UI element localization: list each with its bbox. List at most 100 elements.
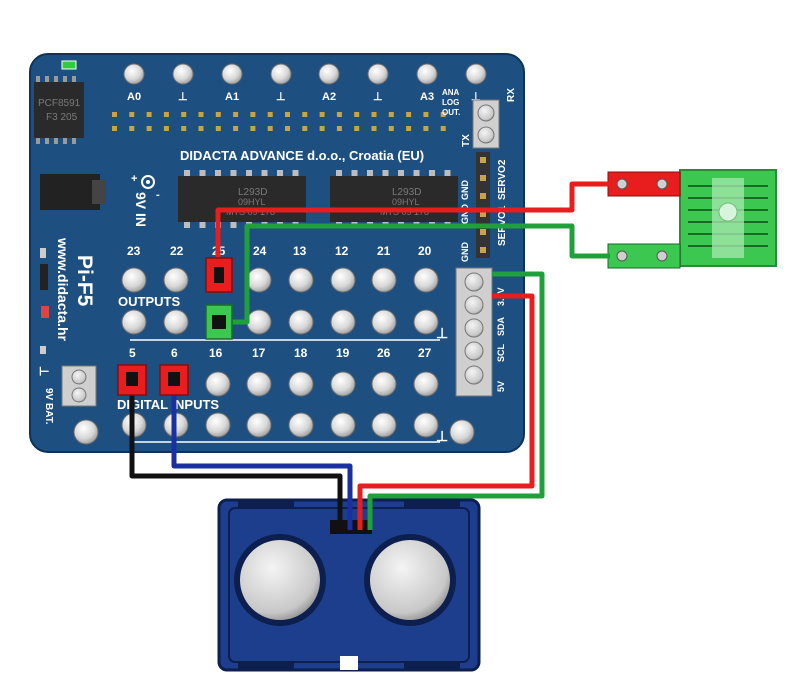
svg-text:16: 16 bbox=[209, 346, 223, 360]
header-pin bbox=[215, 112, 221, 117]
relay-connector-red bbox=[607, 171, 681, 197]
header-pin bbox=[388, 126, 394, 131]
header-pin bbox=[406, 126, 412, 131]
label-9v-in: 9V IN bbox=[133, 192, 149, 227]
svg-text:21: 21 bbox=[377, 244, 391, 258]
label-a0: A0 bbox=[127, 91, 141, 103]
label-gnd-4: ⊥ bbox=[471, 91, 481, 103]
header-pin bbox=[423, 112, 429, 117]
wires bbox=[129, 181, 610, 530]
outputs-title: OUTPUTS bbox=[118, 294, 180, 309]
svg-text:5: 5 bbox=[129, 346, 136, 360]
chip-pin bbox=[230, 170, 237, 176]
label-gnd-3: ⊥ bbox=[373, 91, 383, 103]
svg-text:GND: GND bbox=[460, 242, 470, 263]
header-pin bbox=[198, 126, 204, 131]
header-pin bbox=[354, 112, 360, 117]
ultrasonic-sensor bbox=[217, 498, 481, 672]
input-numbers: 5 6 bbox=[129, 346, 178, 360]
wire-red-relay bbox=[215, 181, 610, 268]
header-pin bbox=[388, 112, 394, 117]
header-pin bbox=[146, 112, 152, 117]
header-pin bbox=[336, 112, 342, 117]
input-pins-row-2 bbox=[121, 412, 439, 438]
battery-terminal: ⊥ 9V BAT. bbox=[37, 365, 97, 425]
connector-output-25 bbox=[205, 257, 233, 293]
svg-text:-: - bbox=[156, 189, 160, 201]
header-pin bbox=[250, 112, 256, 117]
header-pin bbox=[112, 126, 117, 131]
header-pin bbox=[198, 112, 204, 117]
svg-text:LOG: LOG bbox=[442, 98, 459, 107]
chip-name: PCF8591 bbox=[38, 98, 81, 109]
relay-connector-green bbox=[607, 243, 681, 269]
chip-pin bbox=[246, 170, 252, 176]
label-gnd-2: ⊥ bbox=[276, 91, 286, 103]
svg-text:19: 19 bbox=[336, 346, 350, 360]
header-pin bbox=[181, 126, 187, 131]
chip-pin bbox=[184, 222, 190, 228]
driver-chip-left: L293D 09HYL MTS 09 178 bbox=[178, 170, 306, 228]
relay-module bbox=[679, 169, 777, 267]
svg-text:L293D: L293D bbox=[392, 187, 421, 198]
header-pin bbox=[163, 112, 169, 117]
chip-pin bbox=[444, 170, 451, 176]
i2c-terminal bbox=[455, 267, 493, 397]
header-pin bbox=[267, 126, 273, 131]
status-led bbox=[61, 60, 77, 70]
driver-chip-right: L293D 09HYL MTS 09 178 bbox=[330, 170, 458, 228]
chip-pin bbox=[292, 170, 299, 176]
board bbox=[29, 53, 525, 453]
svg-text:SDA: SDA bbox=[496, 316, 506, 336]
svg-text:ANA: ANA bbox=[442, 88, 460, 97]
label-a2: A2 bbox=[322, 91, 336, 103]
mount-hole-left bbox=[73, 419, 99, 445]
input-pins-row-1 bbox=[205, 371, 439, 397]
analog-labels: A0 ⊥ A1 ⊥ A2 ⊥ A3 ⊥ bbox=[127, 91, 481, 103]
svg-text:18: 18 bbox=[294, 346, 308, 360]
header-pin bbox=[267, 112, 273, 117]
chip-pin bbox=[199, 222, 206, 228]
svg-text:SCL: SCL bbox=[496, 343, 506, 362]
header-pin bbox=[285, 112, 290, 117]
header-pin bbox=[285, 126, 290, 131]
servo-header bbox=[476, 152, 490, 258]
header-pin bbox=[129, 112, 135, 117]
label-a1: A1 bbox=[225, 91, 239, 103]
wire-red-sensor bbox=[357, 293, 535, 530]
label-rx: RX bbox=[506, 88, 517, 102]
header-pin bbox=[406, 112, 412, 117]
chip-pin bbox=[230, 222, 237, 228]
battery-ground: ⊥ bbox=[37, 366, 51, 376]
mount-hole-right bbox=[449, 419, 475, 445]
header-pin bbox=[319, 126, 325, 131]
svg-text:5V: 5V bbox=[496, 381, 506, 392]
wire-black-sensor bbox=[129, 378, 343, 530]
chip-pin bbox=[261, 170, 268, 176]
svg-text:12: 12 bbox=[335, 244, 349, 258]
inputs-title: DIGITAL INPUTS bbox=[117, 397, 219, 412]
svg-text:13: 13 bbox=[293, 244, 307, 258]
chip-pin bbox=[351, 170, 358, 176]
svg-text:+: + bbox=[131, 173, 137, 185]
chip-pin bbox=[336, 170, 342, 176]
chip-pin bbox=[382, 170, 389, 176]
label-a3: A3 bbox=[420, 91, 434, 103]
power-in-label: + - 9V IN bbox=[131, 173, 160, 227]
connector-output-16 bbox=[205, 304, 233, 340]
output-pins-row-1 bbox=[121, 267, 439, 293]
header-pin bbox=[371, 126, 377, 131]
svg-text:17: 17 bbox=[252, 346, 266, 360]
svg-text:GND: GND bbox=[460, 180, 470, 201]
svg-text:GND: GND bbox=[460, 204, 470, 225]
header-pin bbox=[250, 126, 256, 131]
svg-text:6: 6 bbox=[171, 346, 178, 360]
svg-text:23: 23 bbox=[127, 244, 141, 258]
smd-components bbox=[40, 248, 49, 354]
chip-pin bbox=[413, 170, 420, 176]
header-pin bbox=[233, 112, 239, 117]
connector-input-5 bbox=[117, 364, 147, 396]
chip-pin bbox=[429, 170, 435, 176]
output-numbers-bottom: 16 17 18 19 26 27 bbox=[209, 346, 432, 360]
